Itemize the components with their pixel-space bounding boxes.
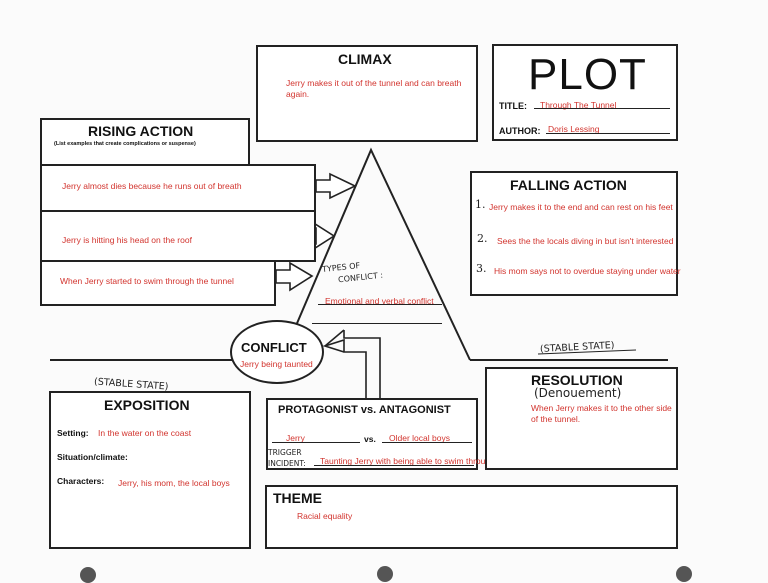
protagonist-value: Jerry bbox=[286, 433, 305, 443]
rising-action-subheading: (List examples that create complications… bbox=[54, 141, 196, 147]
falling-item-1: Jerry makes it to the end and can rest o… bbox=[489, 202, 673, 212]
theme-box bbox=[265, 485, 678, 549]
types-of-conflict-underline-2 bbox=[312, 323, 442, 324]
types-of-conflict-value: Emotional and verbal conflict bbox=[325, 296, 434, 306]
binder-hole-left bbox=[80, 567, 96, 583]
title-label: TITLE: bbox=[499, 101, 527, 111]
falling-number-2: 2. bbox=[477, 232, 488, 245]
protagonist-heading: PROTAGONIST vs. ANTAGONIST bbox=[278, 404, 451, 416]
resolution-subheading: (Denouement) bbox=[534, 386, 622, 400]
antagonist-value: Older local boys bbox=[389, 433, 450, 443]
rising-arrow-3 bbox=[275, 261, 314, 292]
rising-item-2: Jerry is hitting his head on the roof bbox=[62, 235, 192, 245]
characters-value: Jerry, his mom, the local boys bbox=[118, 478, 230, 488]
falling-item-2: Sees the the locals diving in but isn't … bbox=[497, 236, 674, 246]
falling-item-3: His mom says not to overdue staying unde… bbox=[494, 266, 681, 276]
author-value: Doris Lessing bbox=[548, 124, 600, 134]
title-underline bbox=[534, 108, 670, 109]
characters-label: Characters: bbox=[57, 476, 105, 486]
plot-heading: PLOT bbox=[528, 50, 647, 99]
trigger-value: Taunting Jerry with being able to swim t… bbox=[320, 456, 495, 466]
exposition-box bbox=[49, 391, 251, 549]
conflict-arrow bbox=[322, 329, 381, 398]
conflict-circle bbox=[230, 320, 324, 384]
plot-title-box bbox=[492, 44, 678, 141]
types-of-conflict-underline-1 bbox=[318, 304, 442, 305]
theme-text: Racial equality bbox=[297, 511, 353, 521]
rising-item-3: When Jerry started to swim through the t… bbox=[60, 276, 234, 286]
conflict-heading: CONFLICT bbox=[241, 340, 307, 355]
author-label: AUTHOR: bbox=[499, 126, 541, 136]
setting-label: Setting: bbox=[57, 428, 89, 438]
rising-item-3-box bbox=[40, 260, 276, 306]
title-value: Through The Tunnel bbox=[540, 100, 617, 110]
situation-label: Situation/climate: bbox=[57, 452, 128, 462]
climax-box bbox=[256, 45, 478, 142]
conflict-text: Jerry being taunted bbox=[240, 359, 313, 369]
vs-label: vs. bbox=[364, 434, 376, 444]
plot-triangle bbox=[294, 147, 471, 361]
resolution-box bbox=[485, 367, 678, 470]
falling-number-1: 1. bbox=[475, 198, 486, 211]
setting-value: In the water on the coast bbox=[98, 428, 192, 438]
trigger-label-1: TRIGGER bbox=[268, 448, 302, 457]
trigger-underline bbox=[314, 465, 474, 466]
rising-arrow-1 bbox=[315, 172, 357, 200]
rising-item-1: Jerry almost dies because he runs out of… bbox=[62, 181, 242, 191]
protagonist-underline bbox=[272, 442, 360, 443]
rising-action-heading: RISING ACTION bbox=[88, 123, 194, 139]
binder-hole-right bbox=[676, 566, 692, 582]
trigger-label-2: INCIDENT: bbox=[268, 459, 306, 468]
resolution-text: When Jerry makes it to the other side of… bbox=[531, 403, 672, 424]
antagonist-underline bbox=[382, 442, 472, 443]
climax-heading: CLIMAX bbox=[338, 51, 392, 67]
protagonist-box bbox=[266, 398, 478, 470]
exposition-heading: EXPOSITION bbox=[104, 397, 190, 413]
falling-action-heading: FALLING ACTION bbox=[510, 177, 627, 193]
falling-number-3: 3. bbox=[476, 262, 487, 275]
falling-action-box bbox=[470, 171, 678, 296]
resolution-heading: RESOLUTION bbox=[531, 372, 623, 388]
binder-hole-center bbox=[377, 566, 393, 582]
author-underline bbox=[546, 133, 670, 134]
climax-text: Jerry makes it out of the tunnel and can… bbox=[286, 78, 462, 99]
theme-heading: THEME bbox=[273, 490, 322, 506]
rising-item-2-box bbox=[40, 210, 316, 262]
